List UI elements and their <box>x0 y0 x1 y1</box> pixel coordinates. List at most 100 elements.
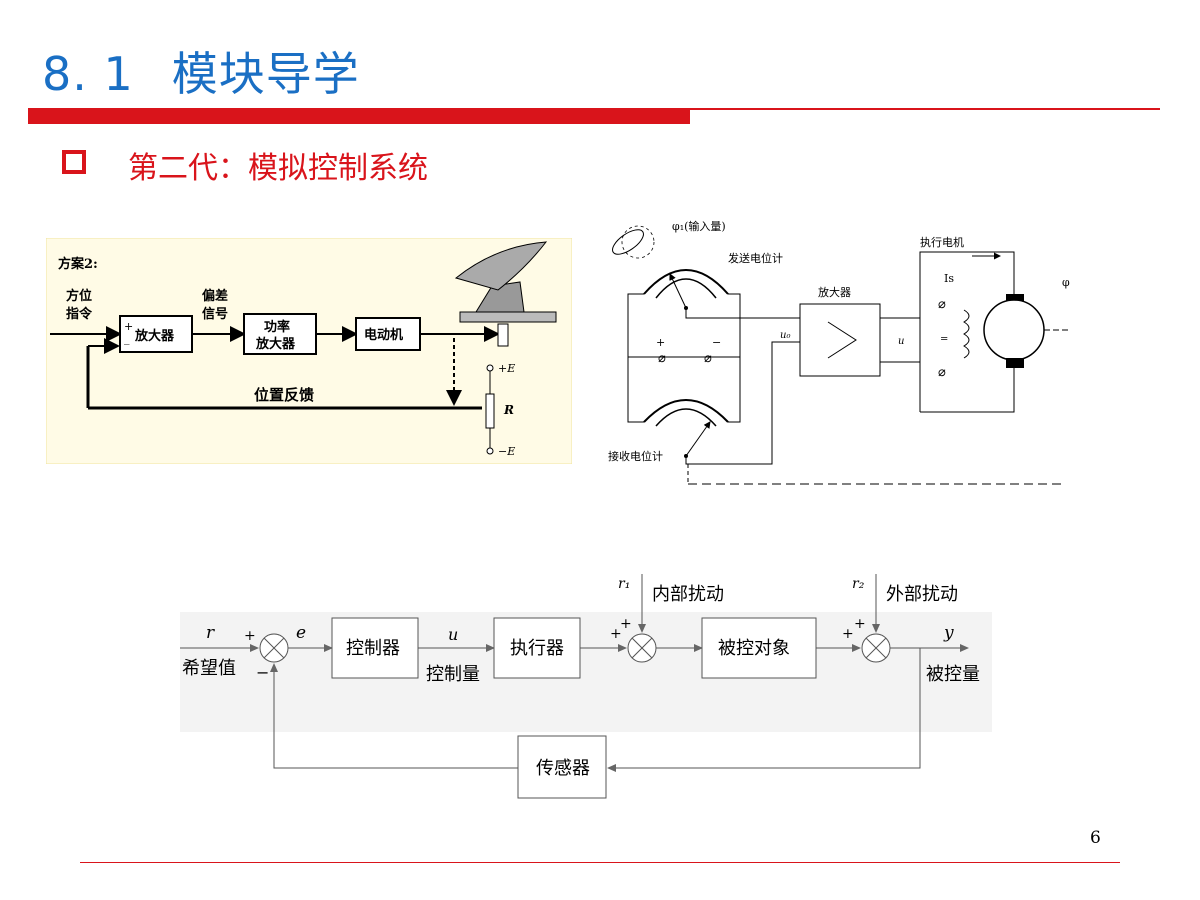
wire-recv-to-amp <box>685 341 800 465</box>
antenna-base-plate <box>459 311 557 323</box>
terminal-ne <box>486 447 494 455</box>
u-label: u <box>898 336 904 347</box>
amplifier-label: 放大器 <box>134 328 175 344</box>
supply-terminal-left-icon: ⌀ <box>658 351 666 366</box>
sum2-plus-top: + <box>620 616 632 632</box>
footer-line <box>80 862 1120 863</box>
sum1-plus: + <box>244 628 256 644</box>
sensor-block <box>517 735 607 799</box>
field-terminal-top-icon: ⌀ <box>938 297 946 312</box>
r1-label: r₁ <box>618 576 630 592</box>
pe-label: +E <box>498 362 515 375</box>
send-wiper <box>669 273 687 309</box>
inner-disturbance-label: 内部扰动 <box>652 584 724 605</box>
phi1-label: φ₁(输入量) <box>672 219 726 233</box>
feedback-path-to-sum1 <box>270 663 518 769</box>
sum-plus: + <box>124 320 133 333</box>
sj2-cross-b <box>631 637 653 659</box>
motor-block <box>355 317 421 351</box>
controller-block <box>331 617 419 679</box>
sj1-cross-b <box>263 637 285 659</box>
motor-loop-bottom <box>920 362 1015 413</box>
field-coil-icon <box>963 309 970 359</box>
feedback-label: 位置反馈 <box>254 386 314 404</box>
bullet-heading: 第二代：模拟控制系统 <box>128 151 428 186</box>
actuator-label: 执行器 <box>510 638 564 659</box>
supply-terminal-right-icon: ⌀ <box>704 351 712 366</box>
left-supply-rail <box>627 293 644 423</box>
amplifier-block <box>119 315 193 353</box>
is-label: Is <box>944 272 954 285</box>
u-label: u <box>448 625 458 644</box>
sum-minus: _ <box>124 332 130 345</box>
sum1-minus: − <box>256 663 269 682</box>
motor-armature-icon <box>983 299 1045 361</box>
u0-label: u₀ <box>780 330 790 341</box>
ne-label: −E <box>498 445 515 458</box>
input-label-2: 指令 <box>66 306 93 322</box>
knob-rotation-hint <box>621 225 655 259</box>
feedback-path-to-sensor <box>607 648 921 772</box>
antenna-control-diagram: 方案2: 方位 指令 + _ 放大器 偏差 信号 功率 放大器 电动机 +E R… <box>46 238 572 464</box>
desired-label: 希望值 <box>182 658 236 679</box>
section-title: 模块导学 <box>171 47 360 101</box>
error-label-2: 信号 <box>202 306 228 322</box>
error-label-1: 偏差 <box>202 288 228 304</box>
controller-label: 控制器 <box>346 638 400 659</box>
r-label: R <box>503 403 514 417</box>
send-pot-arc-outer <box>643 269 729 295</box>
sensor-label: 传感器 <box>536 758 590 779</box>
plant-block <box>701 617 817 679</box>
field-terminal-bottom-icon: ⌀ <box>938 365 946 380</box>
terminal-pe <box>486 364 494 372</box>
supply-minus: − <box>712 336 721 349</box>
r-label: r <box>206 623 215 643</box>
feedback-control-diagram: r + 希望值 − e 控制器 u 控制量 执行器 + + r₁ 内部扰动 被控… <box>180 574 992 799</box>
supply-plus: + <box>656 336 665 349</box>
recv-pot-arc-outer <box>643 399 729 423</box>
recv-pot-label: 接收电位计 <box>608 449 663 463</box>
output-qty-label: 被控量 <box>926 664 980 685</box>
actuator-block <box>493 617 581 679</box>
diagram-background <box>180 612 992 732</box>
control-qty-label: 控制量 <box>426 664 480 685</box>
page-number: 6 <box>1090 828 1101 848</box>
motor-brush-bottom <box>1006 358 1024 368</box>
power-amp-label-1: 功率 <box>264 319 290 335</box>
shaft <box>497 323 509 347</box>
sum3-plus-left: + <box>842 626 854 642</box>
motor-label: 执行电机 <box>920 235 964 249</box>
scheme-label: 方案2: <box>58 256 98 272</box>
input-label-1: 方位 <box>66 288 92 304</box>
phi2-label: φ₂(输入量) <box>1062 275 1070 289</box>
recv-wiper <box>685 421 711 457</box>
r2-label: r₂ <box>852 576 865 592</box>
wire-send-to-amp <box>685 308 801 330</box>
eq-label: = <box>940 334 948 345</box>
send-pot-arc-inner <box>655 278 717 299</box>
sj3-cross-b <box>865 637 887 659</box>
motor-loop-top <box>919 251 1015 412</box>
title-underline <box>28 108 1160 110</box>
right-supply-rail <box>728 293 741 423</box>
section-number: 8. 1 <box>42 47 134 101</box>
motor-label: 电动机 <box>364 327 403 343</box>
sum3-plus-top: + <box>854 616 866 632</box>
antenna-mount <box>475 281 525 313</box>
input-knob-icon <box>612 229 644 255</box>
potentiometer-resistor <box>485 393 495 429</box>
power-amp-label-2: 放大器 <box>255 336 296 352</box>
outer-disturbance-label: 外部扰动 <box>886 584 958 605</box>
send-pot-label: 发送电位计 <box>728 251 783 265</box>
motor-brush-top <box>1006 294 1024 304</box>
amplifier-box <box>799 303 881 377</box>
e-label: e <box>296 623 306 643</box>
page-title: 8. 1 模块导学 <box>42 38 360 104</box>
y-label: y <box>943 623 954 643</box>
recv-pot-arc-inner <box>655 408 717 427</box>
bullet-square-icon <box>62 150 86 174</box>
amplifier-symbol-icon <box>827 321 857 359</box>
antenna-dish-icon <box>454 241 548 291</box>
title-accent-bar <box>28 110 690 124</box>
servo-circuit-diagram: φ₁(输入量) 发送电位计 + − ⌀ ⌀ 接收电位计 u₀ 放大器 u 执行电… <box>608 219 1070 485</box>
